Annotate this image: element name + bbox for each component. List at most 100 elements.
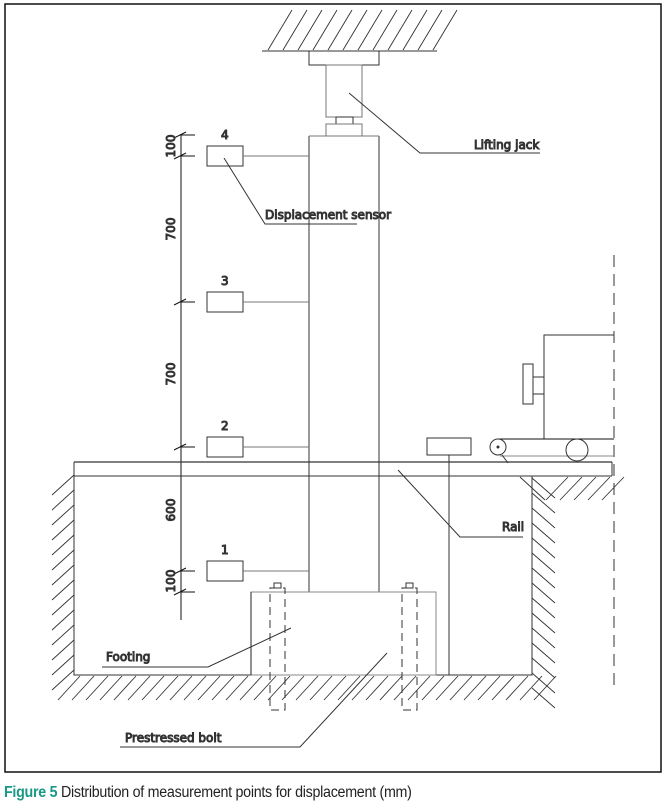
prestressed-bolt-label: Prestressed bolt	[125, 731, 222, 745]
dimension-tick	[173, 567, 187, 575]
hatch-line	[297, 9, 323, 51]
hatch-line	[531, 672, 556, 694]
svg-text:1: 1	[221, 543, 229, 557]
hatch-line	[342, 9, 368, 51]
figure-caption: Figure 5 Distribution of measurement poi…	[4, 784, 412, 802]
dim-label: 600	[164, 499, 178, 522]
figure-label: Figure 5	[4, 784, 58, 801]
svg-text:3: 3	[221, 274, 229, 288]
hatch-line	[323, 675, 347, 701]
sensor-4: 4	[206, 128, 309, 167]
hatch-line	[337, 675, 361, 701]
hatch-line	[531, 657, 556, 679]
hatch-line	[51, 609, 75, 631]
footing-label: Footing	[106, 650, 150, 664]
hatch-line	[197, 675, 221, 701]
hatch-line	[141, 675, 165, 701]
hatch-line	[155, 675, 179, 701]
hatch-line	[51, 519, 75, 541]
hatch-line	[327, 9, 353, 51]
lifting-jack-label: Lifting jack	[474, 138, 539, 152]
hatch-line	[51, 639, 75, 661]
hatch-line	[387, 9, 413, 51]
hatch-line	[573, 476, 597, 501]
lifting-jack-leader	[348, 92, 540, 154]
hatch-line	[559, 476, 583, 501]
hatch-line	[57, 675, 81, 701]
hatch-line	[505, 675, 529, 701]
hatch-line	[463, 675, 487, 701]
dimension-tick	[173, 588, 187, 596]
dimension-ticks	[173, 131, 195, 596]
dim-label: 700	[164, 363, 178, 386]
hatch-line	[281, 675, 305, 701]
hatch-line	[432, 9, 458, 51]
hatch-line	[372, 9, 398, 51]
dim-label: 100	[164, 570, 178, 593]
hatch-line	[531, 552, 556, 574]
sensor-1: 1	[206, 543, 309, 582]
sensor-2: 2	[206, 419, 309, 458]
hatch-line	[531, 522, 556, 544]
hatch-line	[85, 675, 109, 701]
hatch-line	[51, 549, 75, 571]
hatch-line	[225, 675, 249, 701]
hatch-line	[312, 9, 338, 51]
hatch-line	[587, 476, 611, 501]
hatch-line	[531, 687, 556, 709]
lifting-jack	[308, 50, 380, 137]
hatch-line	[51, 624, 75, 646]
hatch-line	[477, 675, 501, 701]
hatch-line	[99, 675, 123, 701]
hatch-line	[267, 675, 291, 701]
sensor-3: 3	[206, 274, 309, 313]
dim-label: 700	[164, 218, 178, 241]
hatch-line	[51, 474, 75, 496]
arm	[543, 334, 614, 439]
hatch-line	[351, 675, 375, 701]
hatch-line	[449, 675, 473, 701]
ground-hatching	[51, 9, 625, 709]
hatch-line	[379, 675, 403, 701]
hatch-line	[393, 675, 417, 701]
conveyor	[489, 438, 614, 464]
hatch-line	[531, 567, 556, 589]
hatch-line	[531, 642, 556, 664]
hatch-line	[183, 675, 207, 701]
pit-outline	[73, 462, 533, 676]
hatch-line	[531, 507, 556, 529]
dimension-tick	[173, 443, 187, 451]
hatch-line	[113, 675, 137, 701]
hatch-line	[295, 675, 319, 701]
hatch-line	[531, 477, 556, 499]
hatch-line	[519, 675, 543, 701]
rail-leader	[397, 469, 523, 538]
hatch-line	[531, 597, 556, 619]
hatch-line	[51, 579, 75, 601]
footing-leader	[102, 627, 292, 668]
hatch-line	[51, 564, 75, 586]
handle	[522, 363, 534, 405]
dimension-tick	[173, 298, 187, 306]
hatch-line	[421, 675, 445, 701]
hatch-line	[51, 594, 75, 616]
hatch-line	[309, 675, 333, 701]
hatch-line	[531, 582, 556, 604]
hatch-line	[417, 9, 443, 51]
dimension-tick	[173, 131, 187, 139]
reference-box	[426, 437, 472, 456]
hatch-line	[402, 9, 428, 51]
hatch-line	[239, 675, 263, 701]
hatch-line	[51, 504, 75, 526]
hatch-line	[531, 492, 556, 514]
hatch-line	[491, 675, 515, 701]
svg-text:2: 2	[221, 419, 229, 433]
hatch-line	[282, 9, 308, 51]
dimension-tick	[173, 152, 187, 160]
prestressed-bolt-leader	[120, 652, 388, 748]
hatch-line	[51, 489, 75, 511]
dimension-labels: 100 700 700 600 100	[164, 134, 179, 593]
hatch-line	[435, 675, 459, 701]
dim-label: 100	[164, 135, 178, 158]
